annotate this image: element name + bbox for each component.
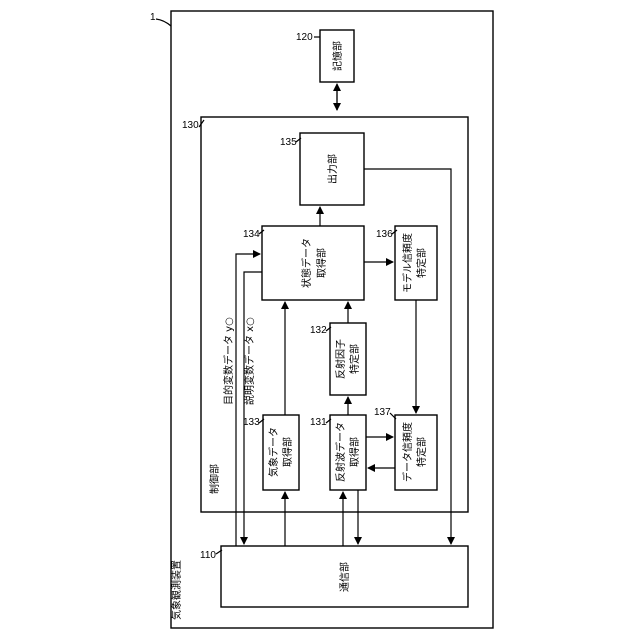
reflect-wave-label-2: 取得部 <box>348 437 361 467</box>
reflection-ref: 132 <box>310 325 327 336</box>
objective-label: 目的変数データ y○ <box>222 317 235 405</box>
device-label: 気象観測装置 <box>170 560 183 620</box>
output-ref: 135 <box>280 137 297 148</box>
data-rel-ref: 137 <box>374 407 391 418</box>
state-label-1: 状態データ <box>300 238 313 288</box>
comm-label: 通信部 <box>338 562 351 592</box>
state-ref: 134 <box>243 229 260 240</box>
device-ref: 1 <box>150 12 156 23</box>
storage-ref: 120 <box>296 32 313 43</box>
data-rel-label-2: 特定部 <box>415 437 428 467</box>
reflection-label-1: 反射因子 <box>335 339 347 379</box>
storage-label: 記憶部 <box>331 41 344 71</box>
device-frame <box>171 11 493 628</box>
weather-ref: 133 <box>243 417 260 428</box>
weather-label-1: 気象データ <box>267 427 280 477</box>
explanatory-label: 説明変数データ x○ <box>243 317 256 405</box>
data-rel-label-1: データ信頼度 <box>401 422 414 482</box>
weather-label-2: 取得部 <box>281 437 294 467</box>
reflect-wave-ref: 131 <box>310 417 327 428</box>
device-ref-leader <box>156 19 171 26</box>
model-rel-box <box>395 226 437 300</box>
data-rel-box <box>395 415 437 490</box>
model-rel-ref: 136 <box>376 229 393 240</box>
reflect-wave-label-1: 反射波データ <box>334 422 347 482</box>
output-label: 出力部 <box>326 154 339 184</box>
model-rel-label-2: 特定部 <box>415 248 428 278</box>
control-label: 制御部 <box>208 464 221 494</box>
model-rel-label-1: モデル信頼度 <box>401 233 414 293</box>
state-box <box>262 226 364 300</box>
comm-ref: 110 <box>200 550 216 561</box>
state-label-2: 取得部 <box>315 248 328 278</box>
control-ref: 130 <box>182 120 199 131</box>
explanatory-path <box>244 272 262 544</box>
reflection-label-2: 特定部 <box>348 344 361 374</box>
